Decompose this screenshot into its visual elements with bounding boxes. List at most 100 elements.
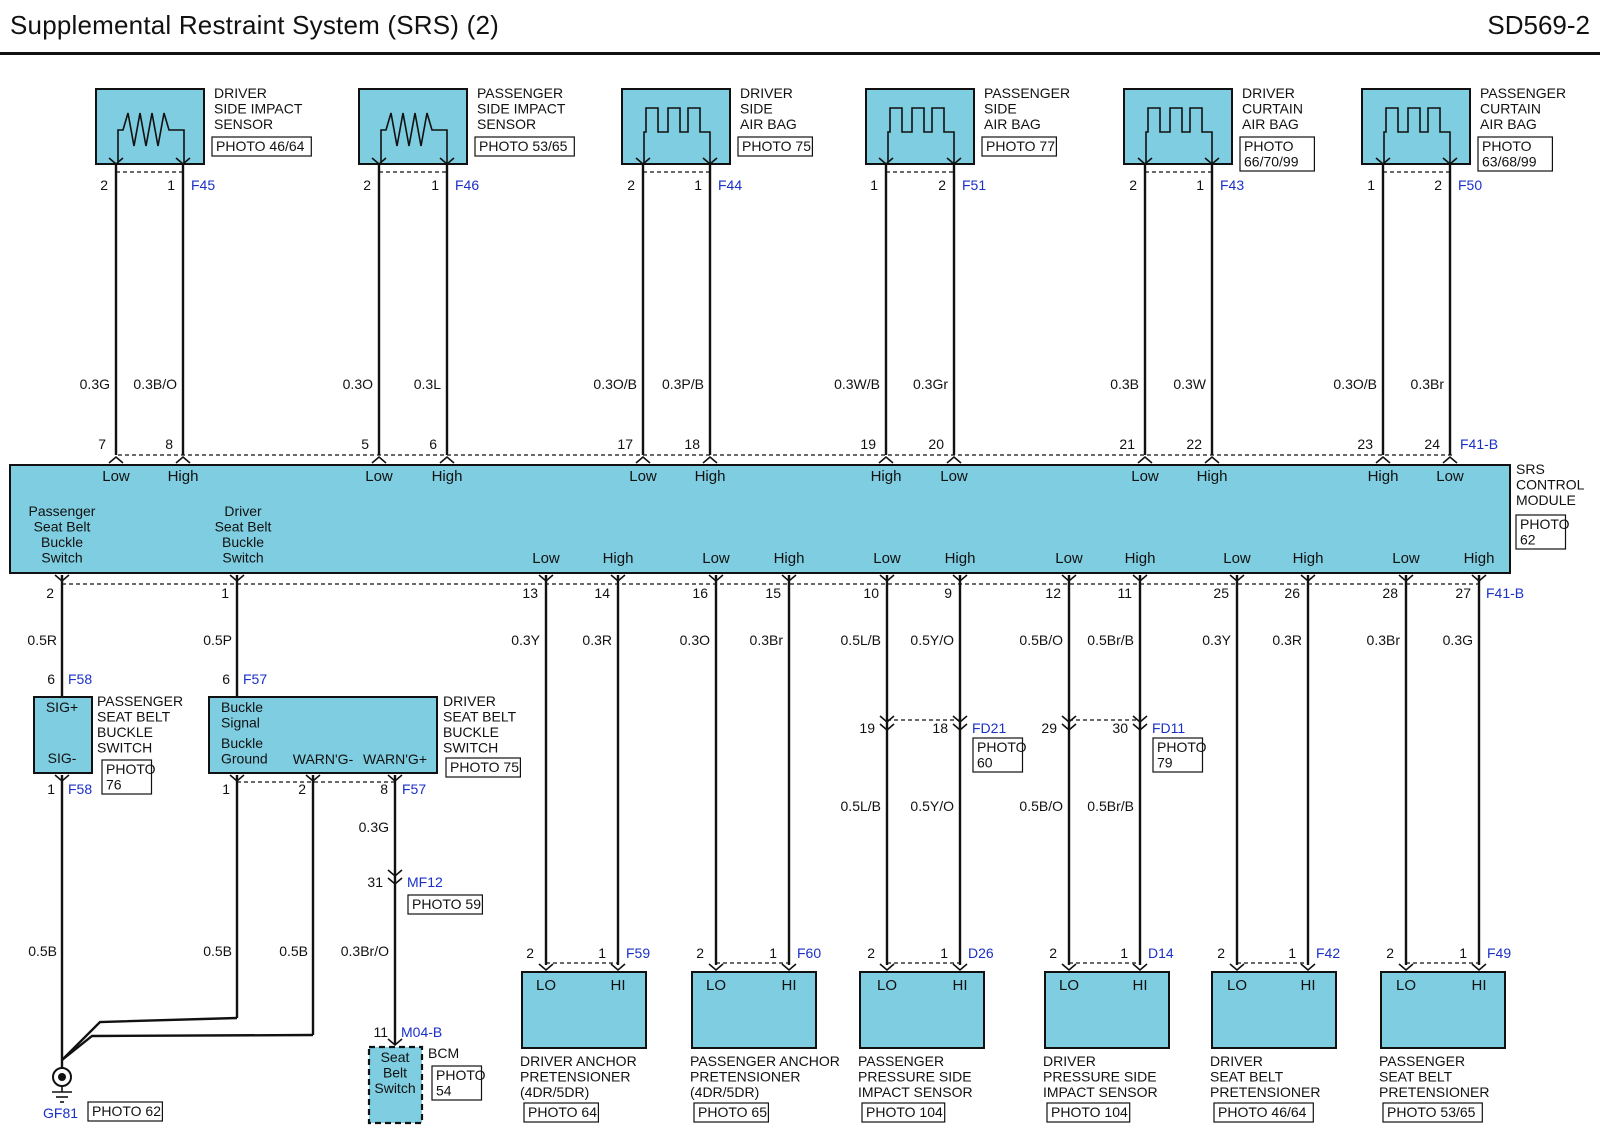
pin-chevron: [1471, 963, 1487, 972]
pin-chevron: [1229, 963, 1245, 972]
squib-icon: [1383, 107, 1451, 164]
photo-ref-box: [523, 1102, 600, 1123]
pin-chevron: [439, 157, 455, 166]
component-label: DRIVER: [1210, 1053, 1263, 1069]
component-label: AIR BAG: [740, 116, 797, 132]
bottom-component-body: [691, 971, 817, 1049]
page-title: Supplemental Restraint System (SRS) (2): [10, 10, 499, 40]
photo-ref: 60: [977, 755, 993, 771]
module-pin-label: High: [1368, 468, 1399, 485]
component-label: PRETENSIONER: [520, 1069, 630, 1085]
top-component-body: [621, 88, 731, 165]
photo-ref: PHOTO 104: [866, 1104, 943, 1120]
component-label: BUCKLE: [97, 724, 153, 740]
connector-id: F58: [68, 781, 92, 797]
module-pin-number: 24: [1424, 436, 1440, 452]
module-pin-label: High: [695, 468, 726, 485]
top-component-body: [1123, 88, 1233, 165]
wire-color-label: 0.5Y/O: [910, 798, 954, 814]
pin-chevron: [879, 963, 895, 972]
pin-number: 31: [367, 874, 383, 890]
photo-ref-box: [1477, 136, 1554, 172]
pin-number: 2: [526, 945, 534, 961]
module-pin-label: High: [1125, 550, 1156, 567]
wire-color-label: 0.3O: [343, 376, 373, 392]
wire-color-label: 0.5B: [279, 943, 308, 959]
component-label: SEAT BELT: [1210, 1069, 1284, 1085]
pin-number: 11: [373, 1024, 388, 1040]
component-label: DRIVER: [443, 693, 496, 709]
bottom-component-body: [859, 971, 985, 1049]
wire-color-label: 0.3G: [1443, 632, 1473, 648]
component-label: (4DR/5DR): [520, 1084, 589, 1100]
bcm-seat-belt-switch-body: [367, 1045, 424, 1125]
module-pin-label: Switch: [222, 550, 263, 566]
pin-chevron: [387, 1038, 403, 1047]
pin-number: 1: [1288, 945, 1296, 961]
pin-label: SIG+: [46, 699, 78, 715]
pin-chevron: [1442, 455, 1458, 464]
pin-number: 1: [870, 177, 878, 193]
top-component-body: [1361, 88, 1471, 165]
squib-icon: [643, 107, 711, 164]
pin-label: WARN'G-: [293, 751, 354, 767]
pin-chevron: [439, 455, 455, 464]
resistor-icon: [117, 112, 185, 164]
module-pin-number: 8: [165, 436, 173, 452]
wire-color-label: 0.3Br: [750, 632, 784, 648]
pin-chevron: [1061, 963, 1077, 972]
connector-id: F49: [1487, 945, 1511, 961]
pin-number: 1: [47, 781, 55, 797]
module-pin-label: High: [774, 550, 805, 567]
bottom-component-body: [1380, 971, 1506, 1049]
module-pin-number: 7: [98, 436, 106, 452]
module-pin-label: Low: [532, 550, 560, 567]
photo-ref-box: [445, 757, 522, 778]
photo-ref: PHOTO 59: [412, 896, 481, 912]
wire-color-label: 0.5Br/B: [1087, 632, 1134, 648]
pin-number: 2: [298, 781, 306, 797]
wire-color-label: 0.3B/O: [133, 376, 177, 392]
pin-chevron: [878, 455, 894, 464]
component-label: SEAT BELT: [97, 709, 171, 725]
wire-color-label: 0.5Br/B: [1087, 798, 1134, 814]
connector-id: F41-B: [1486, 585, 1524, 601]
wire-color-label: 0.3Y: [1202, 632, 1231, 648]
pin-number: 1: [1196, 177, 1204, 193]
connector-id: F59: [626, 945, 650, 961]
module-pin-label: Low: [1131, 468, 1159, 485]
photo-ref: PHOTO: [106, 761, 156, 777]
pin-number: 1: [431, 177, 439, 193]
connector-id: F60: [797, 945, 821, 961]
pin-chevron: [1375, 455, 1391, 464]
connector-id: F58: [68, 671, 92, 687]
photo-ref: PHOTO: [1244, 138, 1294, 154]
connector-id: F57: [243, 671, 267, 687]
page-header: Supplemental Restraint System (SRS) (2) …: [0, 0, 1600, 55]
wire-color-label: 0.3W: [1173, 376, 1206, 392]
wire-color-label: 0.5B/O: [1019, 798, 1063, 814]
wire-color-label: 0.3Y: [511, 632, 540, 648]
inline-connector-icon: [952, 715, 968, 724]
pin-chevron: [952, 963, 968, 972]
pin-chevron: [702, 455, 718, 464]
pin-number: 1: [598, 945, 606, 961]
module-pin-number: 25: [1213, 585, 1229, 601]
module-pin-label: Low: [702, 550, 730, 567]
wire-color-label: 0.3B: [1110, 376, 1139, 392]
photo-ref: PHOTO 53/65: [479, 138, 568, 154]
passenger-buckle-switch-body: [33, 696, 93, 774]
inline-connector-icon: [952, 723, 968, 732]
photo-ref-box: [407, 894, 484, 915]
pin-chevron: [1137, 157, 1153, 166]
pin-number: 1: [769, 945, 777, 961]
component-label: SEAT BELT: [1379, 1069, 1453, 1085]
component-label: SIDE: [740, 101, 773, 117]
photo-ref: PHOTO: [1520, 516, 1570, 532]
pin-number: 2: [1386, 945, 1394, 961]
photo-ref: 76: [106, 777, 122, 793]
pin-number: 2: [363, 177, 371, 193]
photo-ref-box: [693, 1102, 770, 1123]
module-pin-number: 20: [928, 436, 944, 452]
